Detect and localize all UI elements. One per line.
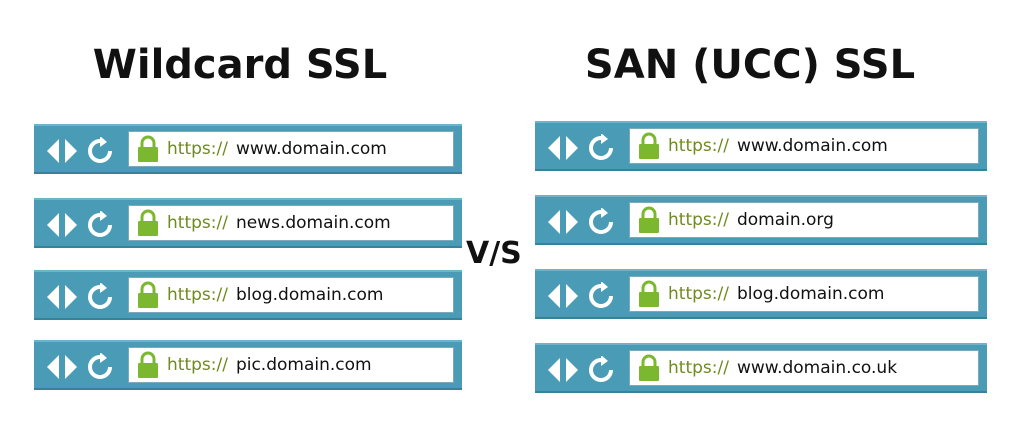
browser-nav-buttons xyxy=(46,211,130,239)
url-protocol: https:// xyxy=(668,210,729,230)
back-arrow-icon[interactable] xyxy=(46,354,60,380)
forward-arrow-icon[interactable] xyxy=(565,209,579,235)
back-arrow-icon[interactable] xyxy=(547,357,561,383)
reload-icon[interactable] xyxy=(86,137,114,165)
back-arrow-icon[interactable] xyxy=(46,284,60,310)
browser-bar: https:// blog.domain.com xyxy=(535,269,987,319)
browser-nav-buttons xyxy=(46,283,130,311)
browser-bar: https:// www.domain.com xyxy=(34,124,462,174)
back-arrow-icon[interactable] xyxy=(547,283,561,309)
url-domain: blog.domain.com xyxy=(235,285,384,305)
address-bar[interactable]: https:// www.domain.co.uk xyxy=(629,350,979,386)
san-ssl-title: SAN (UCC) SSL xyxy=(584,42,916,88)
browser-bar: https:// www.domain.co.uk xyxy=(535,343,987,393)
address-bar[interactable]: https:// domain.org xyxy=(629,202,979,238)
reload-icon[interactable] xyxy=(587,208,615,236)
padlock-icon xyxy=(138,351,158,378)
padlock-icon xyxy=(639,206,659,233)
forward-arrow-icon[interactable] xyxy=(64,138,78,164)
url-domain: domain.org xyxy=(736,210,834,230)
browser-bar: https:// pic.domain.com xyxy=(34,340,462,390)
padlock-icon xyxy=(138,209,158,236)
vs-separator: V/S xyxy=(466,236,522,271)
browser-bar: https:// blog.domain.com xyxy=(34,270,462,320)
address-bar[interactable]: https:// pic.domain.com xyxy=(128,347,454,383)
forward-arrow-icon[interactable] xyxy=(64,212,78,238)
browser-bar: https:// www.domain.com xyxy=(535,121,987,171)
address-bar[interactable]: https:// www.domain.com xyxy=(128,131,454,167)
forward-arrow-icon[interactable] xyxy=(565,283,579,309)
padlock-icon xyxy=(138,135,158,162)
browser-bar: https:// domain.org xyxy=(535,195,987,245)
browser-nav-buttons xyxy=(547,282,631,310)
address-bar[interactable]: https:// blog.domain.com xyxy=(629,276,979,312)
url-domain: www.domain.com xyxy=(235,139,387,159)
forward-arrow-icon[interactable] xyxy=(565,135,579,161)
browser-bar: https:// news.domain.com xyxy=(34,198,462,248)
url-protocol: https:// xyxy=(668,284,729,304)
url-protocol: https:// xyxy=(167,139,228,159)
forward-arrow-icon[interactable] xyxy=(565,357,579,383)
url-domain: blog.domain.com xyxy=(736,284,885,304)
browser-nav-buttons xyxy=(547,356,631,384)
browser-nav-buttons xyxy=(547,134,631,162)
back-arrow-icon[interactable] xyxy=(547,209,561,235)
address-bar[interactable]: https:// www.domain.com xyxy=(629,128,979,164)
url-protocol: https:// xyxy=(167,285,228,305)
url-domain: www.domain.co.uk xyxy=(736,358,898,378)
address-bar[interactable]: https:// blog.domain.com xyxy=(128,277,454,313)
browser-nav-buttons xyxy=(46,353,130,381)
url-domain: pic.domain.com xyxy=(235,355,372,375)
padlock-icon xyxy=(639,354,659,381)
browser-nav-buttons xyxy=(46,137,130,165)
back-arrow-icon[interactable] xyxy=(547,135,561,161)
url-domain: news.domain.com xyxy=(235,213,391,233)
wildcard-ssl-title: Wildcard SSL xyxy=(92,42,388,88)
url-protocol: https:// xyxy=(668,136,729,156)
url-domain: www.domain.com xyxy=(736,136,888,156)
back-arrow-icon[interactable] xyxy=(46,138,60,164)
forward-arrow-icon[interactable] xyxy=(64,284,78,310)
reload-icon[interactable] xyxy=(86,283,114,311)
reload-icon[interactable] xyxy=(86,211,114,239)
url-protocol: https:// xyxy=(167,213,228,233)
url-protocol: https:// xyxy=(668,358,729,378)
reload-icon[interactable] xyxy=(86,353,114,381)
browser-nav-buttons xyxy=(547,208,631,236)
reload-icon[interactable] xyxy=(587,282,615,310)
reload-icon[interactable] xyxy=(587,356,615,384)
reload-icon[interactable] xyxy=(587,134,615,162)
url-protocol: https:// xyxy=(167,355,228,375)
forward-arrow-icon[interactable] xyxy=(64,354,78,380)
padlock-icon xyxy=(639,280,659,307)
padlock-icon xyxy=(138,281,158,308)
padlock-icon xyxy=(639,132,659,159)
address-bar[interactable]: https:// news.domain.com xyxy=(128,205,454,241)
back-arrow-icon[interactable] xyxy=(46,212,60,238)
